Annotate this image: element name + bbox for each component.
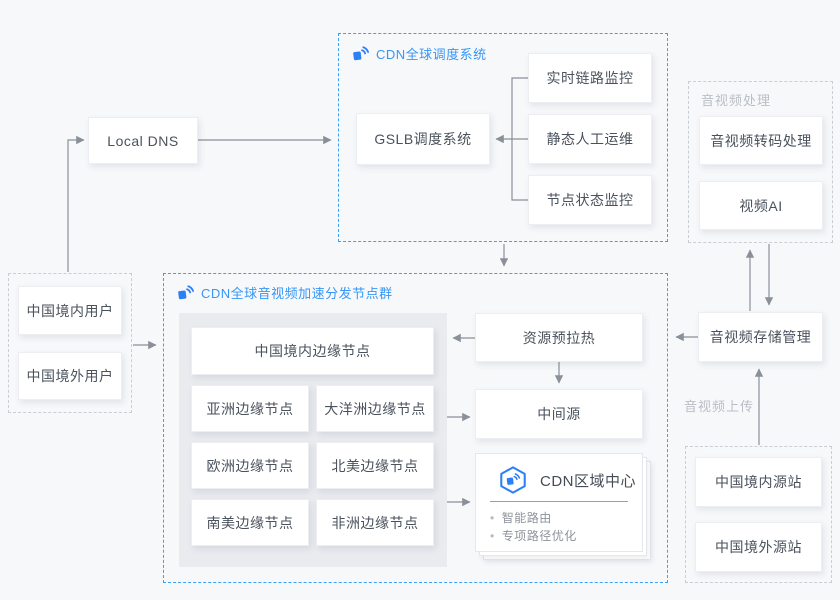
group-edge-nodes-label: CDN全球音视频加速分发节点群 <box>201 286 393 301</box>
node-av-storage: 音视频存储管理 <box>698 312 823 362</box>
group-origins <box>685 446 832 583</box>
node-users-overseas-label: 中国境外用户 <box>26 368 114 384</box>
group-av-processing-label: 音视频处理 <box>701 93 772 108</box>
node-monitor-realtime-label: 实时链路监控 <box>546 70 634 86</box>
regional-center-features: 智能路由 专项路径优化 <box>490 509 632 545</box>
node-edge-europe-label: 欧洲边缘节点 <box>206 457 294 474</box>
node-edge-europe: 欧洲边缘节点 <box>191 442 309 489</box>
regional-center-divider <box>490 501 628 502</box>
group-global-scheduling-title: CDN全球调度系统 <box>352 44 487 63</box>
node-local-dns: Local DNS <box>88 117 198 164</box>
node-china-edge: 中国境内边缘节点 <box>191 327 434 375</box>
node-gslb-label: GSLB调度系统 <box>374 131 472 147</box>
node-prefetch-label: 资源预拉热 <box>522 329 596 346</box>
node-china-edge-label: 中国境内边缘节点 <box>254 343 371 359</box>
feature-path-optimization-label: 专项路径优化 <box>501 529 577 543</box>
node-monitor-status: 节点状态监控 <box>528 175 652 225</box>
node-monitor-manual-label: 静态人工运维 <box>546 131 634 147</box>
group-users <box>8 273 132 413</box>
group-edge-nodes <box>163 273 668 583</box>
feature-item: 智能路由 <box>490 509 632 527</box>
av-upload-label: 音视频上传 <box>684 399 755 414</box>
node-edge-asia-label: 亚洲边缘节点 <box>206 400 294 417</box>
cdn-icon <box>353 46 369 61</box>
node-edge-south-america: 南美边缘节点 <box>191 499 309 546</box>
group-global-scheduling-label: CDN全球调度系统 <box>376 47 487 62</box>
node-local-dns-label: Local DNS <box>107 132 179 149</box>
node-users-overseas: 中国境外用户 <box>18 352 122 400</box>
node-edge-north-america: 北美边缘节点 <box>316 442 434 489</box>
node-edge-africa: 非洲边缘节点 <box>316 499 434 546</box>
node-origin-domestic-label: 中国境内源站 <box>715 474 802 490</box>
node-edge-north-america-label: 北美边缘节点 <box>331 457 419 474</box>
node-mid-source-label: 中间源 <box>537 406 581 422</box>
cdn-icon <box>178 285 194 300</box>
node-av-storage-label: 音视频存储管理 <box>709 329 812 345</box>
node-edge-africa-label: 非洲边缘节点 <box>331 514 419 531</box>
node-transcode: 音视频转码处理 <box>699 116 823 165</box>
node-video-ai-label: 视频AI <box>739 197 783 214</box>
regional-center-card: CDN区域中心 智能路由 专项路径优化 <box>475 453 643 552</box>
node-mid-source: 中间源 <box>475 389 643 439</box>
node-edge-oceania: 大洋洲边缘节点 <box>316 385 434 432</box>
feature-item: 专项路径优化 <box>490 527 632 545</box>
node-prefetch: 资源预拉热 <box>475 313 643 362</box>
node-origin-overseas-label: 中国境外源站 <box>715 539 802 555</box>
feature-smart-routing-label: 智能路由 <box>501 511 552 525</box>
group-av-processing <box>688 81 833 243</box>
group-edge-nodes-title: CDN全球音视频加速分发节点群 <box>177 283 393 302</box>
node-edge-south-america-label: 南美边缘节点 <box>206 514 294 531</box>
node-monitor-status-label: 节点状态监控 <box>546 192 634 208</box>
regional-center-title: CDN区域中心 <box>540 472 636 490</box>
node-gslb: GSLB调度系统 <box>356 113 490 165</box>
node-monitor-realtime: 实时链路监控 <box>528 53 652 103</box>
node-transcode-label: 音视频转码处理 <box>710 132 812 149</box>
regional-center-head: CDN区域中心 <box>498 465 636 495</box>
node-edge-asia: 亚洲边缘节点 <box>191 385 309 432</box>
cdn-hexagon-icon <box>500 466 526 494</box>
group-global-scheduling <box>338 33 668 242</box>
node-origin-domestic: 中国境内源站 <box>695 457 822 507</box>
node-users-domestic-label: 中国境内用户 <box>26 302 114 319</box>
node-users-domestic: 中国境内用户 <box>18 286 122 335</box>
node-origin-overseas: 中国境外源站 <box>695 522 822 572</box>
node-monitor-manual: 静态人工运维 <box>528 114 652 164</box>
node-video-ai: 视频AI <box>699 181 823 230</box>
node-edge-oceania-label: 大洋洲边缘节点 <box>324 400 426 417</box>
